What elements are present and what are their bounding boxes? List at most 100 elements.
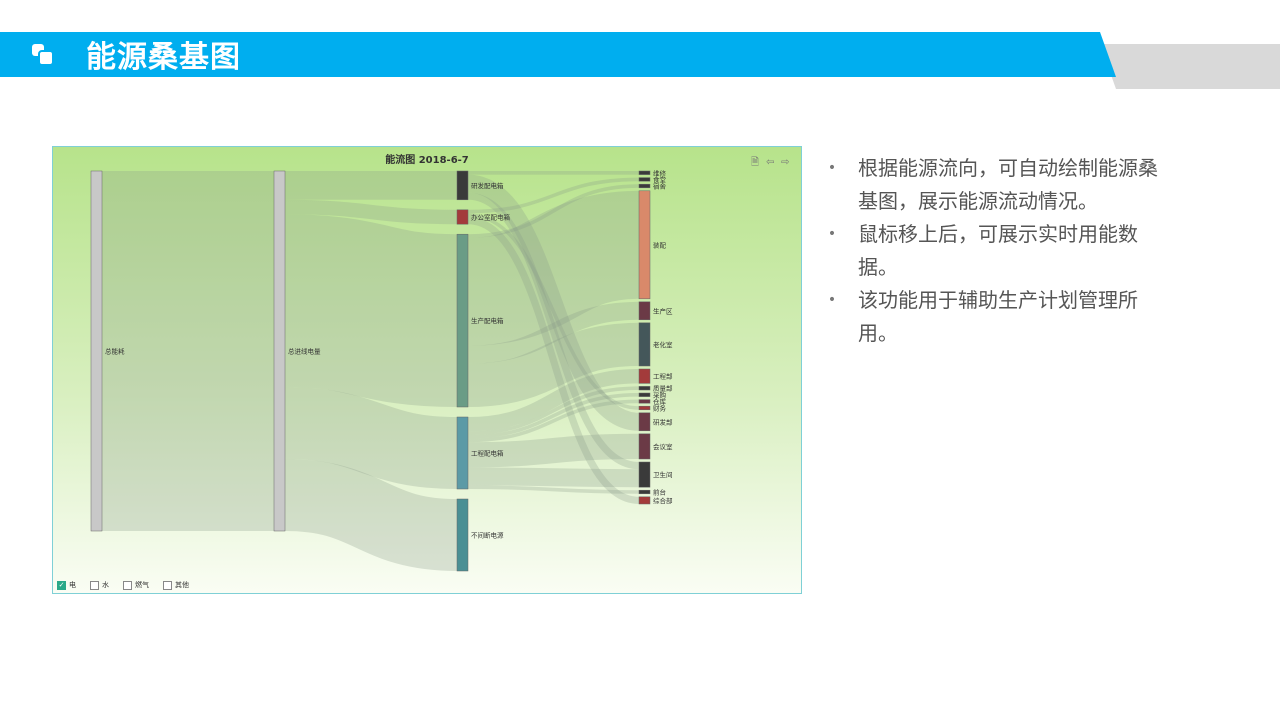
- sankey-node-label: 办公室配电箱: [471, 213, 511, 222]
- sankey-node[interactable]: [456, 416, 469, 490]
- chart-title: 能流图 2018-6-7: [385, 155, 469, 166]
- sankey-node-label: 财务: [653, 404, 667, 413]
- sankey-chart-panel[interactable]: 总能耗 总进线电量 研发配电箱办公室配电箱生产配电箱工程配电箱 维修食堂宿舍装配生产区…: [52, 146, 802, 594]
- sankey-node-label: 工程配电箱: [471, 449, 504, 458]
- sankey-link[interactable]: [467, 369, 640, 432]
- sankey-node[interactable]: [638, 399, 651, 404]
- sankey-link[interactable]: [467, 399, 640, 443]
- sankey-link[interactable]: [467, 184, 640, 238]
- sankey-link[interactable]: [467, 393, 640, 439]
- sankey-link[interactable]: [467, 433, 640, 468]
- sankey-node[interactable]: [638, 496, 651, 505]
- data-view-icon[interactable]: 🗎: [751, 157, 760, 168]
- legend-checkbox-gas[interactable]: [123, 580, 132, 590]
- sankey-node-label: 卫生间: [653, 470, 673, 479]
- legend-label: 电: [69, 581, 76, 589]
- sankey-node-label: 生产区: [653, 306, 673, 315]
- sankey-link[interactable]: [467, 485, 640, 494]
- sankey-node-label: 研发配电箱: [471, 181, 504, 190]
- sankey-node-label: 研发部: [653, 417, 673, 426]
- sankey-node-label: 会议室: [653, 442, 673, 451]
- back-icon[interactable]: ⇦: [766, 157, 775, 168]
- sankey-link[interactable]: [467, 213, 640, 410]
- sankey-node[interactable]: [638, 177, 651, 182]
- sankey-link[interactable]: [284, 199, 458, 225]
- legend-label: 燃气: [135, 581, 149, 589]
- legend-label: 水: [102, 581, 109, 589]
- sankey-node[interactable]: [638, 461, 651, 488]
- sankey-node-label: 总进线电量: [288, 347, 321, 356]
- feature-text: 根据能源流向，可自动绘制能源桑基图，展示能源流动情况。: [858, 156, 1158, 213]
- sankey-node[interactable]: [638, 322, 651, 367]
- legend-item-water[interactable]: 水: [90, 580, 109, 590]
- feature-text: 鼠标移上后，可展示实时用能数据。: [858, 222, 1138, 279]
- sankey-node[interactable]: [638, 405, 651, 411]
- bullet-dot-icon: •: [827, 160, 837, 176]
- sankey-link[interactable]: [467, 217, 640, 504]
- feature-item: • 根据能源流向，可自动绘制能源桑基图，展示能源流动情况。: [826, 152, 1166, 218]
- sankey-node[interactable]: [456, 233, 469, 408]
- feature-text: 该功能用于辅助生产计划管理所用。: [858, 288, 1138, 345]
- sankey-node-label: 老化室: [653, 340, 673, 349]
- legend-item-electricity[interactable]: ✓ 电: [57, 580, 76, 590]
- header-bar: [0, 32, 1280, 90]
- feature-list: • 根据能源流向，可自动绘制能源桑基图，展示能源流动情况。 • 鼠标移上后，可展…: [826, 152, 1166, 350]
- sankey-node-label: 前台: [653, 488, 666, 497]
- legend-item-other[interactable]: 其他: [163, 580, 189, 590]
- legend-checkbox-water[interactable]: [90, 580, 99, 590]
- header-band: [0, 32, 1280, 89]
- sankey-node-label: 工程部: [653, 372, 673, 381]
- sankey-node-label: 总能耗: [105, 347, 125, 356]
- legend-checkbox-electricity[interactable]: ✓: [57, 580, 66, 590]
- sankey-node-label: 采购: [653, 390, 667, 399]
- forward-icon[interactable]: ⇨: [781, 157, 790, 168]
- bullet-dot-icon: •: [827, 226, 837, 242]
- page-title: 能源桑基图: [86, 40, 241, 75]
- sankey-link[interactable]: [467, 192, 640, 470]
- sankey-node[interactable]: [638, 392, 651, 397]
- sankey-node-label: 生产配电箱: [471, 316, 504, 325]
- legend-checkbox-other[interactable]: [163, 580, 172, 590]
- sankey-node[interactable]: [638, 183, 651, 189]
- sankey-node[interactable]: [638, 386, 651, 391]
- chart-toolbox: 🗎 ⇦ ⇨: [751, 157, 791, 169]
- sankey-node-label: 维修: [653, 168, 667, 177]
- sankey-node[interactable]: [90, 170, 103, 532]
- sankey-node[interactable]: [638, 190, 651, 300]
- sankey-node[interactable]: [638, 170, 651, 175]
- sankey-node-label: 综合部: [653, 496, 673, 505]
- legend-item-gas[interactable]: 燃气: [123, 580, 149, 590]
- sankey-node[interactable]: [638, 433, 651, 460]
- logo-icon: [30, 42, 56, 68]
- feature-item: • 鼠标移上后，可展示实时用能数据。: [826, 218, 1166, 284]
- sankey-link[interactable]: [467, 386, 640, 435]
- chart-legend: ✓ 电 水 燃气 其他: [57, 580, 189, 590]
- sankey-node-label: 宿舍: [653, 182, 667, 191]
- feature-item: • 该功能用于辅助生产计划管理所用。: [826, 284, 1166, 350]
- sankey-link[interactable]: [467, 174, 640, 431]
- sankey-link[interactable]: [283, 214, 459, 407]
- sankey-link[interactable]: [467, 177, 640, 214]
- sankey-link[interactable]: [467, 322, 640, 407]
- sankey-node-label: 仓库: [653, 397, 667, 406]
- sankey-node[interactable]: [273, 170, 286, 532]
- sankey-link[interactable]: [284, 387, 458, 489]
- sankey-link[interactable]: [284, 459, 458, 571]
- sankey-node-label: 食堂: [653, 175, 667, 184]
- bullet-dot-icon: •: [827, 292, 837, 308]
- sankey-node[interactable]: [456, 209, 469, 225]
- sankey-node[interactable]: [456, 170, 469, 201]
- sankey-node-label: 不间断电源: [471, 531, 504, 540]
- sankey-link[interactable]: [467, 301, 640, 364]
- sankey-node[interactable]: [456, 498, 469, 572]
- sankey-node[interactable]: [638, 412, 651, 432]
- sankey-link[interactable]: [466, 190, 641, 346]
- sankey-node-label: 质量部: [653, 384, 673, 393]
- sankey-node[interactable]: [638, 489, 651, 495]
- sankey-link[interactable]: [467, 467, 640, 488]
- sankey-node[interactable]: [638, 301, 651, 321]
- sankey-node-label: 装配: [653, 240, 667, 249]
- sankey-node[interactable]: [638, 368, 651, 384]
- legend-label: 其他: [175, 581, 189, 589]
